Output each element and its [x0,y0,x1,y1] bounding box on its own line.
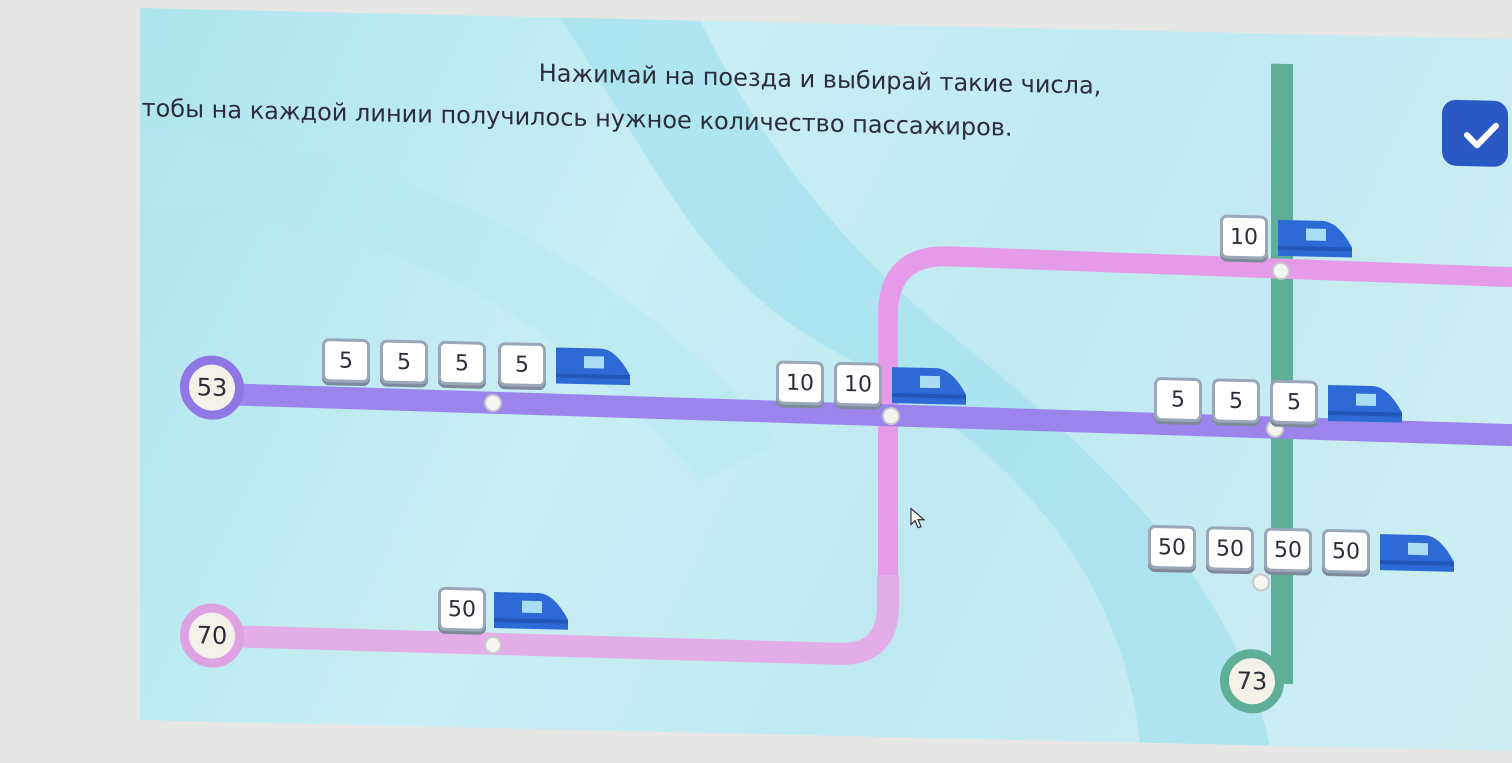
station-light-pink-count: 70 [196,621,228,650]
wagon[interactable]: 10 [834,361,882,407]
station-light-pink: 70 [180,602,244,669]
mouse-pointer-icon [910,507,926,529]
locomotive-icon[interactable] [1378,530,1456,576]
stop-violet-left [484,393,502,413]
stop-light-pink [484,635,502,655]
station-violet: 53 [180,354,244,421]
wagon[interactable]: 5 [498,342,546,388]
wagon[interactable]: 5 [438,340,486,386]
checkmark-icon [1464,122,1499,149]
wagon[interactable]: 5 [1212,378,1260,424]
wagon[interactable]: 50 [1206,526,1254,572]
train-light-pink[interactable]: 50 [140,8,1512,632]
wagon[interactable]: 50 [1148,524,1196,570]
train-teal-top[interactable]: 10 [140,8,1512,260]
pink-line [878,246,1512,586]
locomotive-icon[interactable] [1276,216,1354,262]
stop-pink-top [1272,261,1290,281]
game-board: Нажимай на поезда и выбирай такие числа,… [140,8,1512,752]
locomotive-icon[interactable] [890,363,968,409]
violet-line [199,382,1512,447]
metro-lines [199,63,1512,685]
train-violet-left[interactable]: 5 5 5 5 [140,8,1512,388]
wagon[interactable]: 5 [322,338,370,384]
wagon[interactable]: 50 [438,586,486,632]
train-teal-bottom[interactable]: 50 50 50 50 [140,8,1512,574]
wagon[interactable]: 5 [380,339,428,385]
stop-teal-bottom [1252,573,1270,592]
stop-violet-middle [882,406,900,426]
wagon[interactable]: 50 [1264,527,1312,573]
wagon[interactable]: 10 [776,360,824,406]
wagon[interactable]: 10 [1220,214,1268,260]
station-teal-count: 73 [1236,666,1268,696]
train-violet-middle[interactable]: 10 10 [140,8,1512,407]
check-answer-button[interactable] [1442,99,1508,168]
station-violet-count: 53 [196,373,228,402]
locomotive-icon[interactable] [554,343,632,389]
locomotive-icon[interactable] [1326,381,1404,427]
station-teal: 73 [1220,648,1284,714]
light-pink-line [199,574,899,665]
wagon[interactable]: 50 [1322,528,1370,574]
wagon[interactable]: 5 [1154,377,1202,423]
train-violet-right[interactable]: 5 5 5 [140,8,1512,425]
locomotive-icon[interactable] [492,588,570,634]
wagon[interactable]: 5 [1270,379,1318,425]
